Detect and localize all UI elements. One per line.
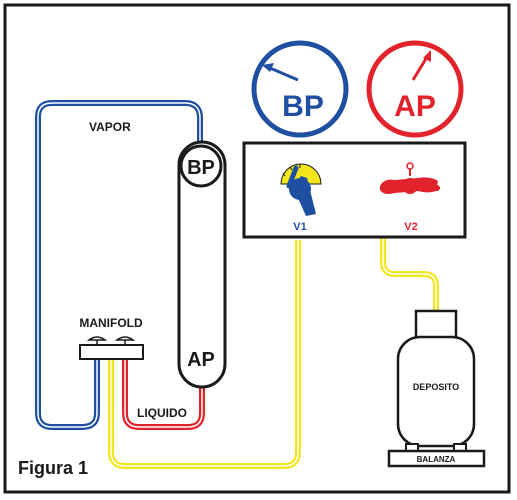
manifold-knob-high-icon[interactable] bbox=[114, 336, 136, 345]
v1-label: V1 bbox=[293, 221, 306, 233]
bp-gauge-label: BP bbox=[282, 90, 324, 123]
scale-label: BALANZA bbox=[417, 455, 456, 464]
tank-body bbox=[396, 335, 476, 448]
liquido-line-label: LIQUIDO bbox=[137, 406, 187, 420]
transfer-line-v2-highlight bbox=[382, 236, 437, 312]
ap-gauge-needle-tip bbox=[423, 50, 431, 62]
v2-label: V2 bbox=[404, 221, 417, 233]
vapor-line-label: VAPOR bbox=[89, 120, 131, 134]
liquido-line-highlight bbox=[124, 358, 203, 428]
cylinder-bp-port bbox=[179, 144, 223, 188]
vapor-line-highlight bbox=[37, 102, 201, 428]
bp-gauge-needle-tip bbox=[262, 63, 274, 72]
recovery-cylinder bbox=[177, 140, 227, 389]
v2-valve-icon[interactable] bbox=[380, 162, 440, 194]
cylinder-bp-label: BP bbox=[187, 157, 215, 179]
ap-gauge-needle bbox=[411, 56, 429, 81]
bp-gauge-needle bbox=[269, 66, 299, 82]
vapor-line bbox=[35, 100, 203, 430]
manifold-body bbox=[79, 344, 144, 360]
tank-valve-collar bbox=[414, 309, 458, 341]
tank-label: DEPOSITO bbox=[413, 382, 459, 392]
ap-gauge-label: AP bbox=[394, 90, 436, 123]
v1-valve-icon[interactable] bbox=[280, 163, 322, 216]
figure-caption: Figura 1 bbox=[18, 458, 88, 478]
scale-platform bbox=[387, 449, 486, 468]
cylinder-ap-label: AP bbox=[187, 349, 215, 371]
ap-gauge bbox=[366, 40, 464, 138]
manifold-label: MANIFOLD bbox=[79, 316, 143, 330]
transfer-line-v1-highlight bbox=[110, 240, 299, 467]
figure-frame bbox=[3, 3, 511, 494]
bp-gauge bbox=[251, 40, 349, 138]
manifold-knob-low-icon[interactable] bbox=[86, 336, 108, 345]
